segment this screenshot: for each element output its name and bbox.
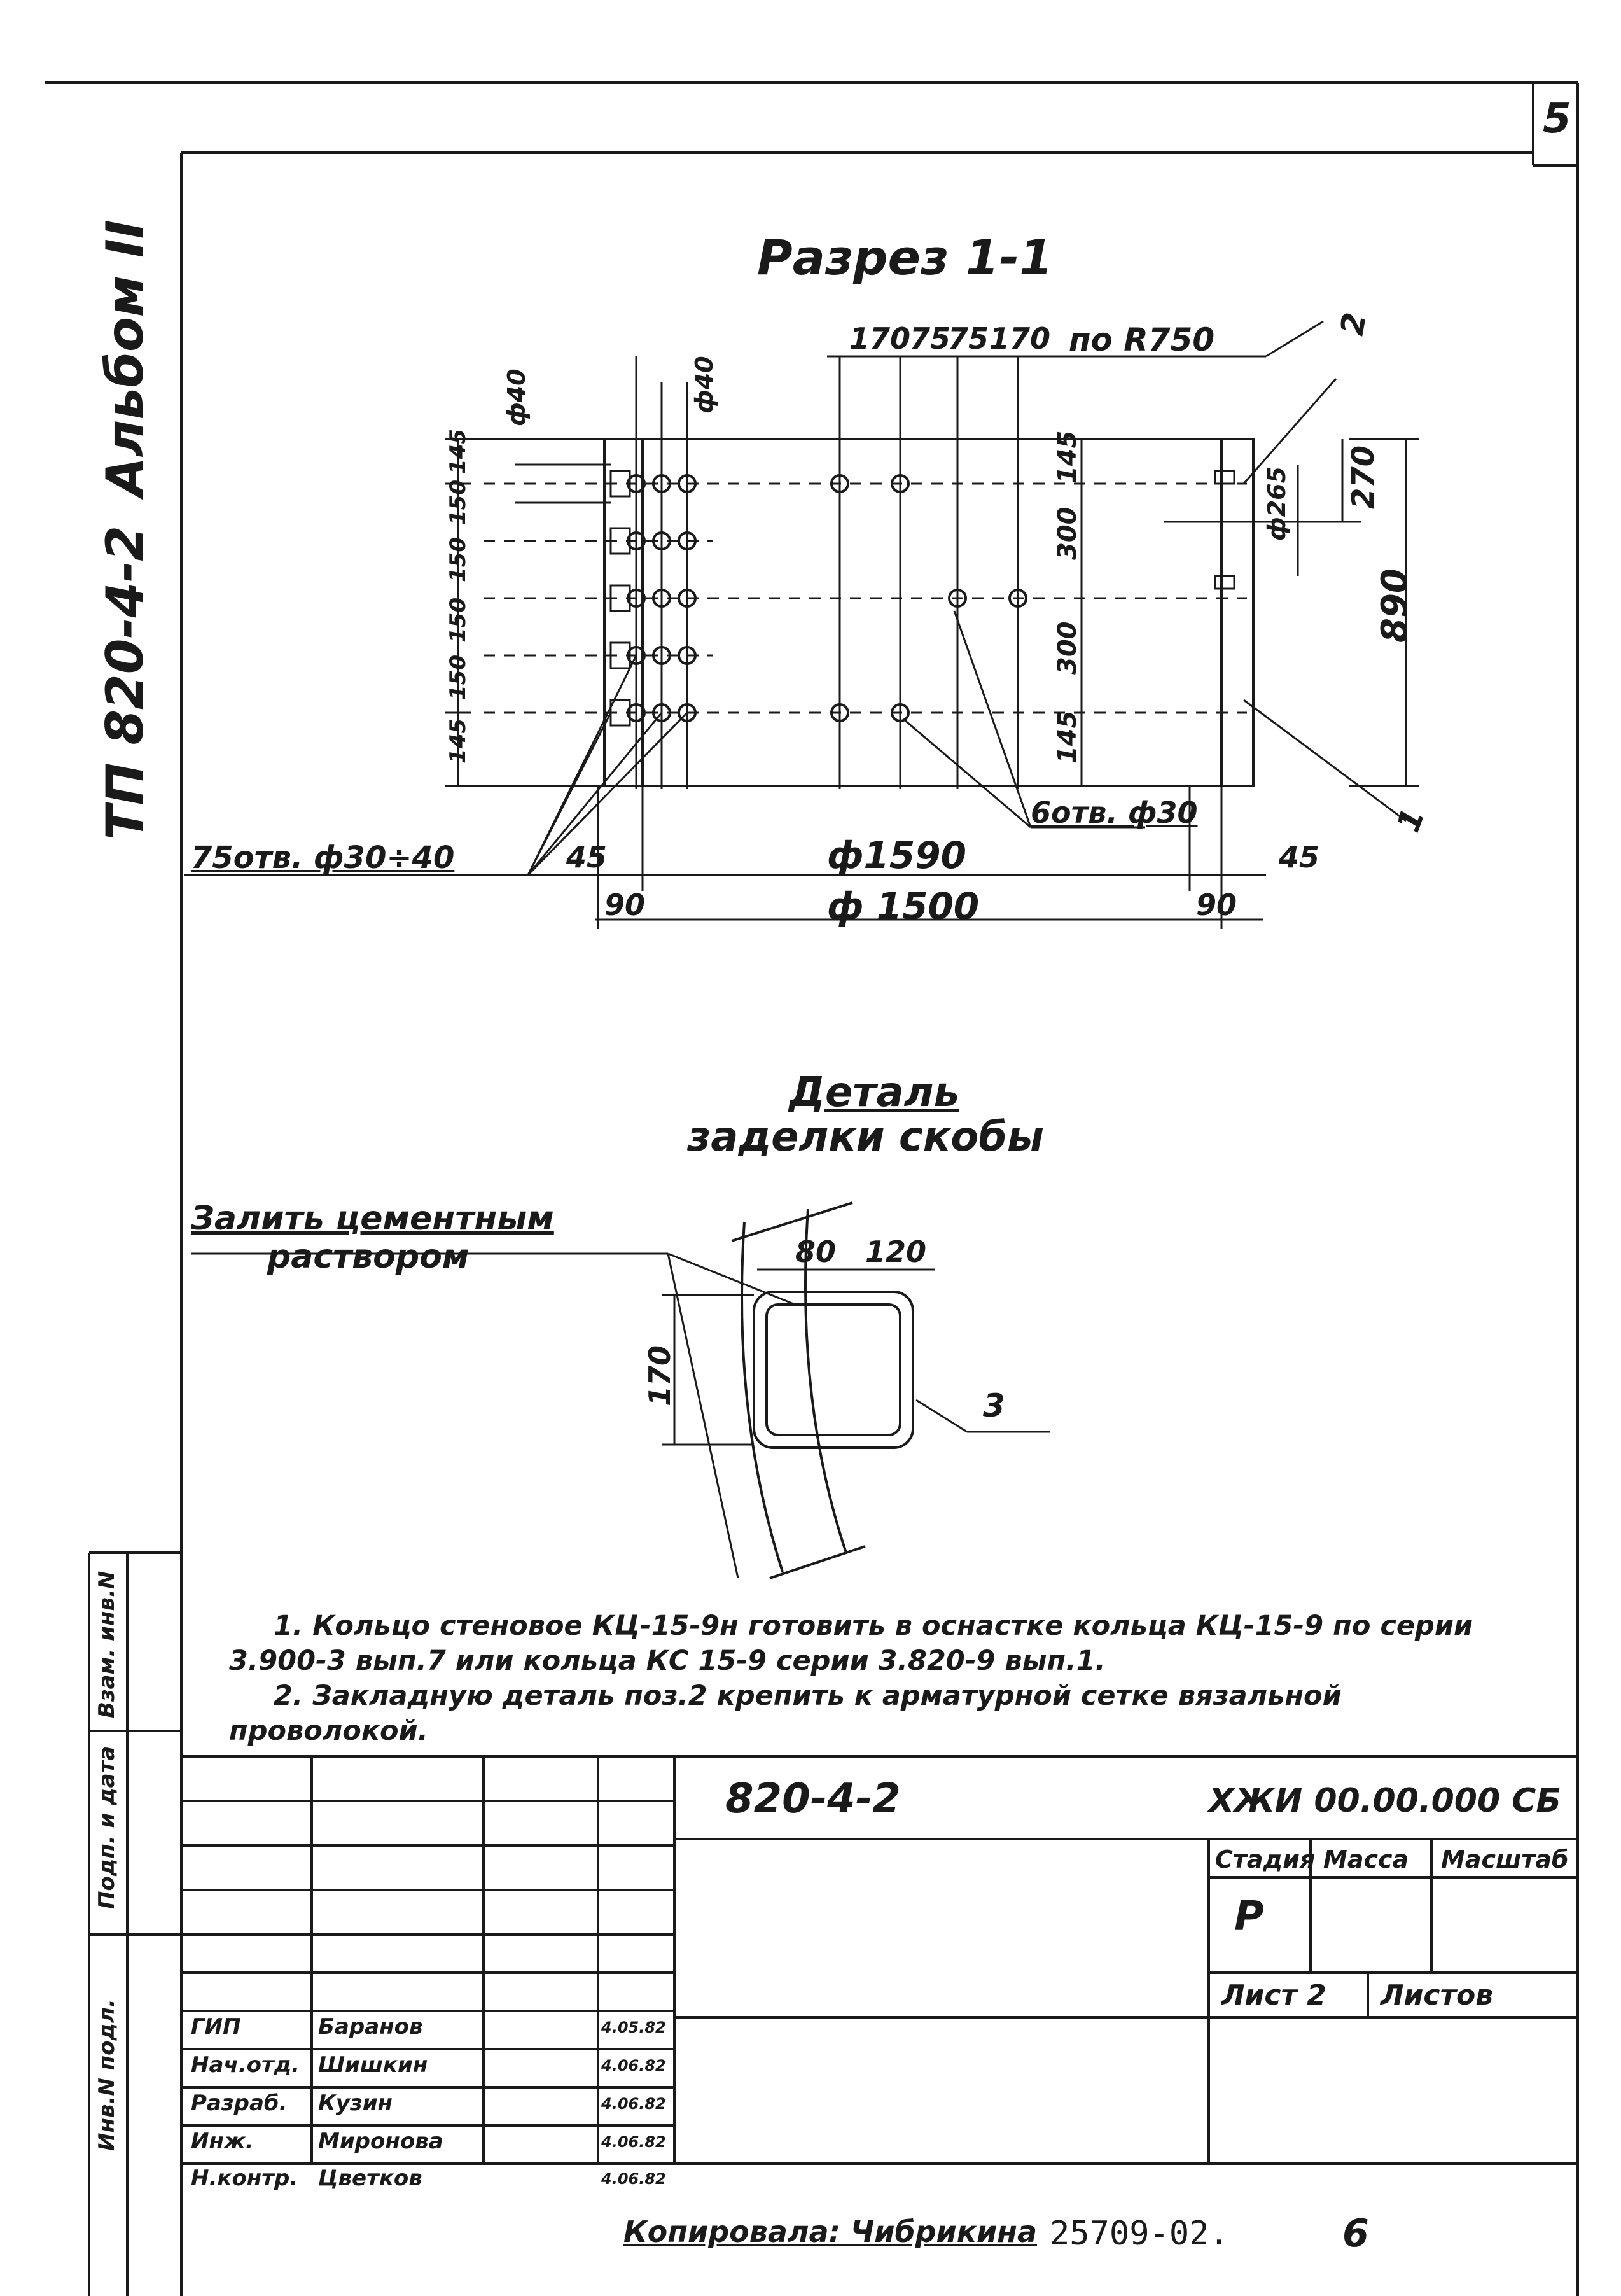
callout-holes-left: 75отв. ф30÷40 — [191, 840, 455, 876]
left-dim-150-d: 150 — [445, 480, 471, 525]
left-dim-145-top: 145 — [445, 429, 471, 474]
hole-circles — [627, 474, 1027, 722]
radius-label: по R750 — [1069, 321, 1215, 358]
signature-name: Миронова — [318, 2129, 443, 2154]
title-block-stage-value: Р — [1234, 1893, 1264, 1940]
detail-view — [191, 1201, 1050, 1579]
note-line-1: 1. Кольцо стеновое КЦ-15-9н готовить в о… — [274, 1610, 1473, 1642]
footer-copied-by: Копировала: Чибрикина — [623, 2215, 1037, 2249]
hole-diameter-left: ф40 — [503, 368, 531, 426]
signature-date: 4.06.82 — [601, 2170, 666, 2188]
hole-grid-left — [484, 356, 1247, 789]
dim-170-left: 170 — [849, 321, 911, 356]
title-block-header-mass: Масса — [1323, 1845, 1409, 1873]
detail-dim-170: 170 — [643, 1345, 677, 1406]
signature-role: ГИП — [191, 2014, 241, 2040]
bottom-dimension-lines — [184, 610, 1266, 929]
title-block-code: 820-4-2 — [725, 1775, 901, 1823]
detail-dim-80: 80 — [795, 1235, 837, 1269]
dim-1500: ф 1500 — [827, 885, 980, 928]
note-line-4: проволокой. — [229, 1715, 429, 1747]
footer-order-number: 25709-02. — [1050, 2215, 1229, 2253]
dim-90-left: 90 — [604, 888, 646, 922]
dim-890: 890 — [1374, 568, 1416, 643]
title-block-sheet: Лист 2 — [1221, 1979, 1326, 2012]
title-block-sheets: Листов — [1381, 1979, 1494, 2012]
hole-diameter-top: ф40 — [690, 356, 718, 414]
note-line-3: 2. Закладную деталь поз.2 крепить к арма… — [274, 1680, 1342, 1712]
fill-note-line2: раствором — [267, 1238, 470, 1276]
side-stamp-sign-date: Подп. и дата — [94, 1746, 120, 1909]
dim-45-right: 45 — [1279, 840, 1320, 874]
signature-role: Инж. — [191, 2129, 254, 2154]
dim-170-right: 170 — [989, 321, 1051, 356]
right-dim-145-top: 145 — [1053, 430, 1082, 484]
side-stamp-inv-number: Инв.N подл. — [94, 1999, 120, 2151]
ring-arc-inner — [804, 1208, 847, 1553]
dim-90-right: 90 — [1196, 888, 1237, 922]
signature-name: Баранов — [318, 2014, 423, 2040]
title-block-doc-number: ХЖИ 00.00.000 СБ — [1209, 1782, 1562, 1820]
dim-265: ф265 — [1263, 466, 1291, 541]
signature-date: 4.06.82 — [601, 2057, 666, 2075]
ring-arc-outer — [741, 1221, 784, 1572]
right-dim-145-bottom: 145 — [1053, 710, 1082, 764]
detail-title-line1: Деталь — [789, 1069, 960, 1116]
right-dim-300-bottom: 300 — [1053, 621, 1082, 675]
fill-note-line1: Залить цементным — [191, 1200, 554, 1238]
section-view — [184, 320, 1419, 929]
side-stamp-replaced-inv: Взам. инв.N — [94, 1571, 120, 1718]
dim-270: 270 — [1346, 445, 1381, 509]
signature-name: Шишкин — [318, 2052, 428, 2078]
detail-dim-120: 120 — [865, 1235, 927, 1269]
signature-date: 4.06.82 — [601, 2095, 666, 2113]
sheet-corner-number: 5 — [1543, 95, 1571, 143]
signature-name: Цветков — [318, 2166, 422, 2191]
note-line-2: 3.900-3 вып.7 или кольца КС 15-9 серии 3… — [229, 1645, 1106, 1677]
sheet-frame — [45, 81, 1579, 2296]
dim-45-left: 45 — [566, 840, 608, 874]
bracket — [753, 1291, 914, 1449]
margin-album-title: Альбом II — [95, 220, 155, 496]
side-stamp-frame — [88, 1551, 181, 2296]
signature-role: Нач.отд. — [191, 2052, 300, 2078]
signature-date: 4.05.82 — [601, 2019, 666, 2036]
title-block-frame — [181, 1755, 1578, 2165]
callout-holes-right: 6отв. ф30 — [1031, 795, 1198, 830]
dim-75-a: 75 — [910, 321, 951, 356]
dim-1590: ф1590 — [827, 834, 966, 877]
top-dimension-chain — [827, 320, 1324, 358]
left-dimension-chain — [445, 438, 611, 787]
signature-name: Кузин — [318, 2090, 393, 2116]
margin-project-title: ТП 820-4-2 — [95, 525, 155, 840]
left-dim-150-c: 150 — [445, 537, 471, 582]
signature-date: 4.06.82 — [601, 2133, 666, 2151]
section-title: Разрез 1-1 — [757, 229, 1054, 286]
left-dim-150-b: 150 — [445, 598, 471, 643]
left-dim-150-a: 150 — [445, 655, 471, 700]
footer-page-number: 6 — [1342, 2211, 1369, 2256]
dim-75-b: 75 — [948, 321, 989, 356]
signature-role: Н.контр. — [191, 2166, 298, 2191]
detail-title-line2: заделки скобы — [687, 1114, 1044, 1161]
right-dimension-chain — [1080, 378, 1419, 822]
signature-role: Разраб. — [191, 2090, 288, 2116]
right-dim-300-top: 300 — [1053, 507, 1082, 561]
title-block-header-stage: Стадия — [1215, 1845, 1316, 1873]
left-dim-145-bottom: 145 — [445, 718, 471, 764]
embedded-slots — [515, 463, 1235, 727]
position-3-label: 3 — [983, 1387, 1005, 1424]
title-block-header-scale: Масштаб — [1441, 1845, 1569, 1873]
ring-section-outline — [603, 438, 1255, 787]
